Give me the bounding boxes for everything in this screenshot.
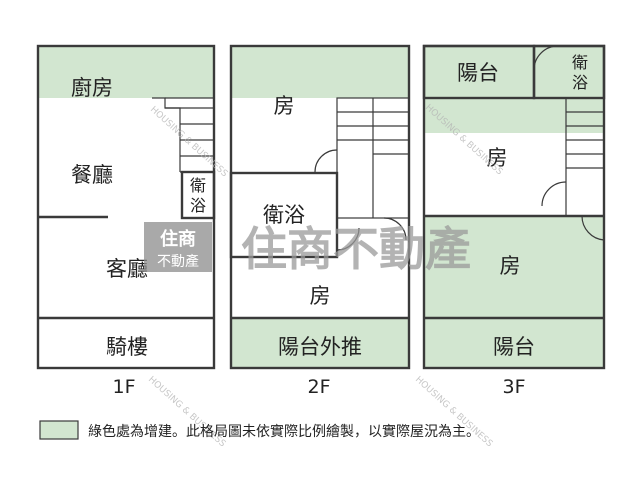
floor-3f-room-bottom-label: 房 — [500, 254, 521, 278]
floor-2f-door-arc-1 — [314, 149, 338, 173]
watermark-brand: 住商不動產 — [241, 222, 471, 276]
floor-3f-balcony-top-label: 陽台 — [457, 61, 499, 85]
floor-2f-label: 2F — [307, 376, 330, 398]
floor-1f-bath-label-2: 浴 — [190, 196, 206, 215]
legend-text: 綠色處為增建。此格局圖未依實際比例繪製，以實際屋況為主。 — [88, 423, 480, 440]
floor-3f-bottom-extension — [424, 216, 604, 368]
floor-3f-door-arc-1 — [541, 181, 567, 207]
floor-2f-door-arc-2 — [336, 227, 360, 251]
floor-2f-room-top-label: 房 — [274, 94, 295, 118]
floor-3f-bath-door-arc — [533, 45, 559, 71]
floor-2f-top-extension — [231, 46, 409, 98]
floor-3f-stairs — [565, 97, 605, 217]
watermark-logo-box — [144, 222, 212, 272]
floor-3f-door-arc-2 — [581, 215, 605, 241]
floor-1f: 廚房 餐廳 衛 浴 客廳 騎樓 1F — [36, 44, 216, 398]
floor-1f-stairs — [152, 97, 214, 173]
floor-1f-bath-label-1: 衛 — [190, 176, 206, 195]
legend-swatch — [39, 420, 79, 440]
floor-3f-room-top-label: 房 — [487, 146, 508, 170]
floor-2f-balcony-label: 陽台外推 — [278, 335, 362, 359]
watermark-subtitle-1: HOUSING & BUSINESS — [148, 105, 229, 180]
floor-3f-bath-label-1: 衛 — [572, 53, 588, 72]
floor-2f-stairs — [336, 97, 410, 219]
floor-3f: 陽台 衛 浴 房 房 陽台 3F — [422, 44, 606, 398]
floor-1f-living-label: 客廳 — [106, 257, 148, 281]
floor-3f-bath-label-2: 浴 — [572, 73, 588, 92]
floor-1f-kitchen-extension — [38, 46, 214, 98]
floor-1f-kitchen-label: 廚房 — [71, 76, 113, 100]
floor-3f-label: 3F — [502, 376, 525, 398]
floor-1f-dining-label: 餐廳 — [71, 163, 113, 187]
floor-2f-room-bottom-label: 房 — [310, 284, 331, 308]
floor-3f-top-extension — [424, 46, 604, 133]
watermark-logo-line2: 不動產 — [157, 253, 199, 270]
floor-1f-arcade-label: 騎樓 — [106, 335, 148, 359]
floor-2f: 房 衛浴 房 陽台外推 2F — [229, 44, 411, 398]
floor-2f-bath-label: 衛浴 — [263, 203, 305, 227]
floor-2f-balcony-extension — [231, 318, 409, 368]
floor-1f-label: 1F — [112, 376, 135, 398]
legend: 綠色處為增建。此格局圖未依實際比例繪製，以實際屋況為主。 — [39, 420, 480, 440]
watermark-logo-line1: 住商 — [160, 228, 196, 250]
floor-3f-balcony-bottom-label: 陽台 — [493, 335, 535, 359]
